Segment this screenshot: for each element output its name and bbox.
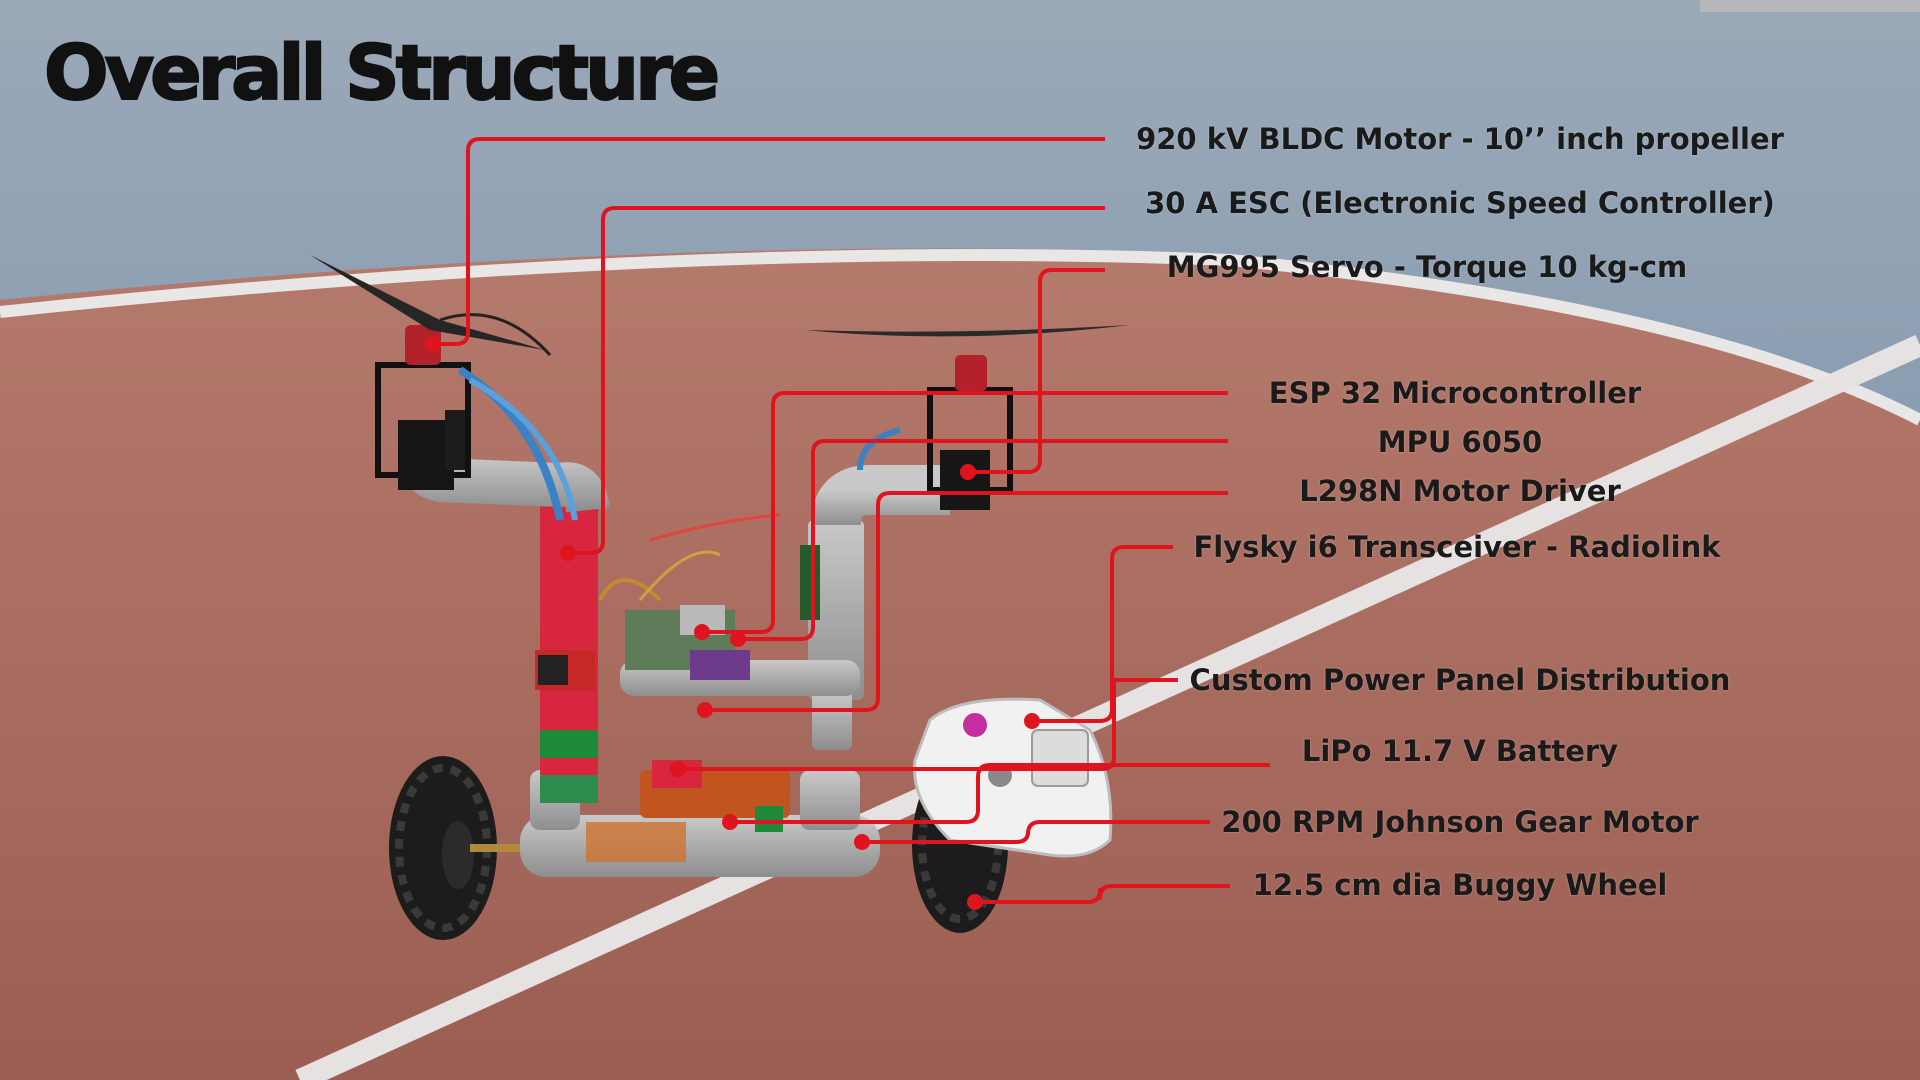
leader-battery xyxy=(730,763,1270,824)
leader-power-panel-dot xyxy=(670,761,686,777)
label-motor-driver: L298N Motor Driver xyxy=(1299,474,1621,508)
leader-bldc-motor xyxy=(433,137,1105,346)
leader-mpu6050-dot xyxy=(730,631,746,647)
leader-bldc-motor-dot xyxy=(425,336,441,352)
electronics-board xyxy=(598,513,781,680)
track-curve-line xyxy=(0,248,1920,426)
label-servo: MG995 Servo - Torque 10 kg-cm xyxy=(1166,250,1688,284)
leader-transceiver xyxy=(1032,545,1173,723)
label-transceiver: Flysky i6 Transceiver - Radiolink xyxy=(1193,530,1721,564)
leader-motor-driver-dot xyxy=(697,702,713,718)
leader-esp32-dot xyxy=(694,624,710,640)
left-motor-mount xyxy=(310,255,578,521)
leader-transceiver-dot xyxy=(1024,713,1040,729)
leader-power-panel xyxy=(678,678,1178,771)
leader-servo xyxy=(968,268,1105,474)
label-esc: 30 A ESC (Electronic Speed Controller) xyxy=(1145,186,1775,220)
label-power-panel: Custom Power Panel Distribution xyxy=(1189,663,1731,697)
label-gear-motor: 200 RPM Johnson Gear Motor xyxy=(1221,805,1699,839)
leader-battery-dot xyxy=(722,814,738,830)
leader-esp32 xyxy=(702,391,1228,634)
leader-esc-dot xyxy=(560,545,576,561)
leader-gear-motor-dot xyxy=(854,834,870,850)
leader-motor-driver xyxy=(705,491,1228,712)
label-mpu6050: MPU 6050 xyxy=(1377,425,1543,459)
leader-buggy-wheel xyxy=(975,884,1230,904)
label-bldc-motor: 920 kV BLDC Motor - 10’’ inch propeller xyxy=(1136,122,1784,156)
leader-gear-motor xyxy=(862,820,1210,844)
leader-mpu6050 xyxy=(738,439,1228,641)
page-title: Overall Structure xyxy=(43,27,721,118)
label-buggy-wheel: 12.5 cm dia Buggy Wheel xyxy=(1252,868,1668,902)
leader-esc xyxy=(568,206,1105,555)
transmitter xyxy=(912,697,1113,858)
left-wheel xyxy=(389,756,520,940)
leader-servo-dot xyxy=(960,464,976,480)
label-battery: LiPo 11.7 V Battery xyxy=(1301,734,1619,768)
leader-buggy-wheel-dot xyxy=(967,894,983,910)
label-esp32: ESP 32 Microcontroller xyxy=(1268,376,1642,410)
